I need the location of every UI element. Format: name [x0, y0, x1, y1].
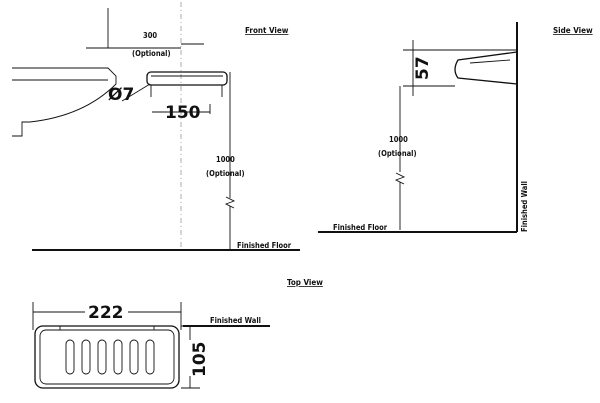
- dim-300-note: (Optional): [132, 49, 171, 58]
- side-view: Side View Finished Wall 57 1000 (Optiona…: [318, 22, 593, 233]
- tray-slot-3: [97, 339, 107, 375]
- front-height-break: [224, 196, 236, 209]
- tray-top-outline: [34, 325, 180, 389]
- shelf-front: [146, 71, 228, 86]
- front-view: Front View 300 (Optional) Ø7 150 1000 (O…: [12, 2, 300, 251]
- dim-300-value: 300: [143, 31, 157, 40]
- diameter-leader: [121, 83, 151, 102]
- front-view-title: Front View: [245, 26, 289, 35]
- dim-57-value: 57: [413, 56, 433, 80]
- side-height-value: 1000: [389, 135, 408, 144]
- side-height-note: (Optional): [378, 149, 417, 158]
- tray-slot-6: [145, 339, 155, 375]
- tray-slot-2: [81, 339, 91, 375]
- dim-105-value: 105: [190, 342, 210, 378]
- front-height-value: 1000: [216, 155, 235, 164]
- front-height-note: (Optional): [206, 169, 245, 178]
- side-floor-label: Finished Floor: [333, 223, 388, 232]
- diameter-label: Ø7: [108, 85, 134, 105]
- tray-slot-4: [113, 339, 123, 375]
- side-view-title: Side View: [553, 26, 593, 35]
- tray-slot-5: [129, 339, 139, 375]
- top-wall-label: Finished Wall: [210, 316, 261, 325]
- front-floor-label: Finished Floor: [237, 241, 292, 250]
- dim-222-value: 222: [88, 303, 124, 323]
- tray-slot-1: [65, 339, 75, 375]
- top-view: Top View Finished Wall 222 105: [32, 278, 323, 389]
- basin-outline: [12, 67, 117, 137]
- shelf-side-lip: [469, 59, 511, 64]
- shelf-side-profile: [454, 51, 518, 85]
- side-height-break: [394, 172, 406, 185]
- top-view-title: Top View: [287, 278, 323, 287]
- side-wall-label: Finished Wall: [520, 181, 529, 232]
- dim-150-value: 150: [165, 103, 201, 123]
